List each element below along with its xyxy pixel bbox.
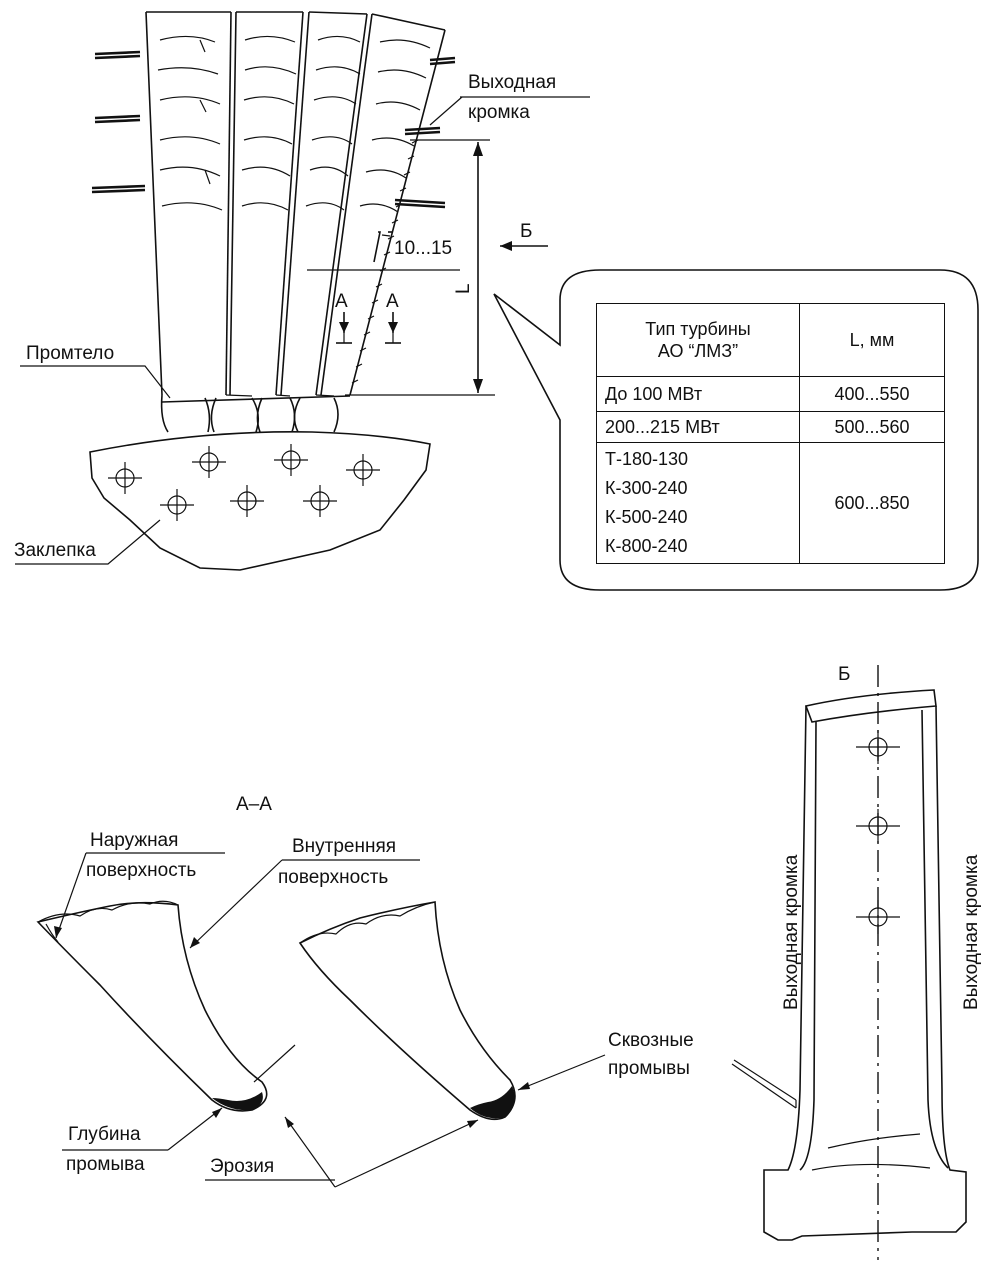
trailing-edge-top-label-2: кромка [468,102,530,123]
through-washouts-label-2: промывы [608,1058,690,1079]
section-aa: А–А Наружная поверхность Внутренняя пове… [36,794,694,1188]
header-length: L, мм [799,303,945,377]
inner-surface-label-2: поверхность [278,867,388,888]
trailing-edge-top-label-1: Выходная [468,72,556,93]
row-type-line: Т-180-130 [605,449,689,469]
view-b: Б Выходная кромка Выходная кромка [731,664,982,1260]
trailing-edge-vertical-left: Выходная кромка [781,854,802,1010]
table-row: До 100 МВт 400...550 [596,376,945,412]
row-length-cell: 400...550 [799,376,945,412]
turbine-length-table: Тип турбины АО “ЛМЗ” L, мм До 100 МВт 40… [596,303,945,564]
table-row: 200...215 МВт 500...560 [596,411,945,443]
header-turbine-type: Тип турбины АО “ЛМЗ” [596,303,800,377]
row-type-line: К-300-240 [605,478,688,498]
inner-surface-label-1: Внутренняя [292,836,396,857]
header-turbine-type-text: Тип турбины АО “ЛМЗ” [645,319,751,361]
through-washouts-label-1: Сквозные [608,1030,694,1051]
view-b-label: Б [838,664,850,685]
dim-L-label: L [453,283,474,294]
section-mark-right: А [386,291,399,312]
blade-packet: 10...15 А А L Б [14,11,590,571]
rivet-icons [108,444,380,521]
intermediate-body-label: Промтело [26,343,114,364]
turbine-length-table-wrap: Тип турбины АО “ЛМЗ” L, мм До 100 МВт 40… [596,303,945,564]
table-row: Т-180-130 К-300-240 К-500-240 К-800-240 … [596,442,945,564]
rivet-label: Заклепка [14,540,96,561]
outer-surface-label-1: Наружная [90,830,178,851]
outer-surface-label-2: поверхность [86,860,196,881]
washout-depth-label-1: Глубина [68,1124,141,1145]
view-b-rivet-icons [856,730,900,934]
erosion-label: Эрозия [210,1156,274,1177]
row-length-cell: 500...560 [799,411,945,443]
row-type-line: К-800-240 [605,536,688,556]
trailing-edge-vertical-right: Выходная кромка [961,854,982,1010]
row-type-cell: 200...215 МВт [596,411,800,443]
row-length-cell: 600...850 [799,442,945,564]
row-type-cell: До 100 МВт [596,376,800,412]
washout-depth-label-2: промыва [66,1154,145,1175]
callout-bubble [493,269,979,591]
section-mark-left: А [335,291,348,312]
view-arrow-label: Б [520,221,532,242]
table-header-row: Тип турбины АО “ЛМЗ” L, мм [596,303,945,377]
section-title-label: А–А [236,794,272,815]
row-type-cell-multi: Т-180-130 К-300-240 К-500-240 К-800-240 [596,442,800,564]
row-type-line: К-500-240 [605,507,688,527]
dim-range-label: 10...15 [394,238,452,259]
